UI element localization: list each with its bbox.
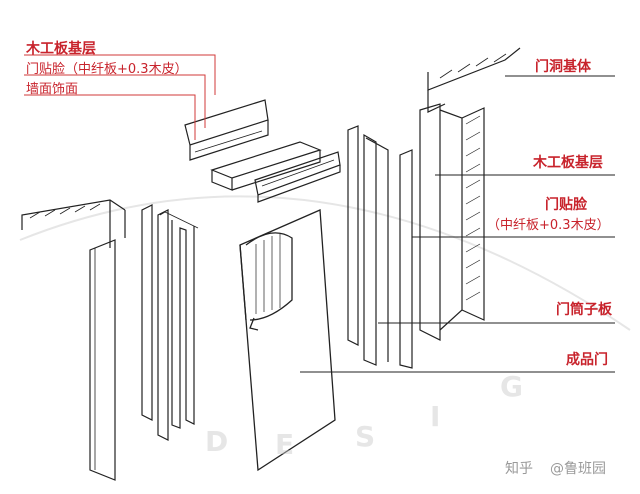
door-leaf — [239, 209, 336, 472]
left-jamb-pieces — [141, 204, 199, 441]
watermark-curve — [19, 195, 631, 331]
watermark-letter-2: E — [275, 428, 295, 461]
center-jamb-posts — [347, 125, 413, 369]
left-leader-lines — [24, 54, 216, 140]
label-left-wood-base: 木工板基层 — [26, 41, 96, 57]
watermark-letter-1: D — [205, 425, 229, 458]
right-wall-section — [419, 47, 521, 341]
label-door-opening-base: 门洞基体 — [535, 59, 591, 75]
label-right-veneer-spec: （中纤板+0.3木皮） — [487, 218, 610, 233]
label-left-door-veneer: 门贴脸（中纤板+0.3木皮） — [26, 62, 188, 77]
label-right-wood-base: 木工板基层 — [533, 155, 603, 171]
watermark-letter-3: S — [355, 420, 376, 453]
label-door-jamb-board: 门筒子板 — [556, 302, 612, 318]
label-right-door-veneer: 门贴脸 — [545, 197, 587, 213]
watermark-letter-4: I — [430, 400, 441, 433]
label-left-wall-finish: 墙面饰面 — [26, 82, 79, 97]
top-header-assembly — [184, 99, 341, 203]
label-finished-door: 成品门 — [566, 352, 608, 368]
right-leader-lines — [300, 75, 615, 373]
left-wall-section — [21, 199, 126, 481]
watermark-platform: 知乎 — [505, 461, 533, 477]
watermark-author: @鲁班园 — [550, 461, 606, 477]
watermark-letter-5: G — [500, 370, 523, 403]
